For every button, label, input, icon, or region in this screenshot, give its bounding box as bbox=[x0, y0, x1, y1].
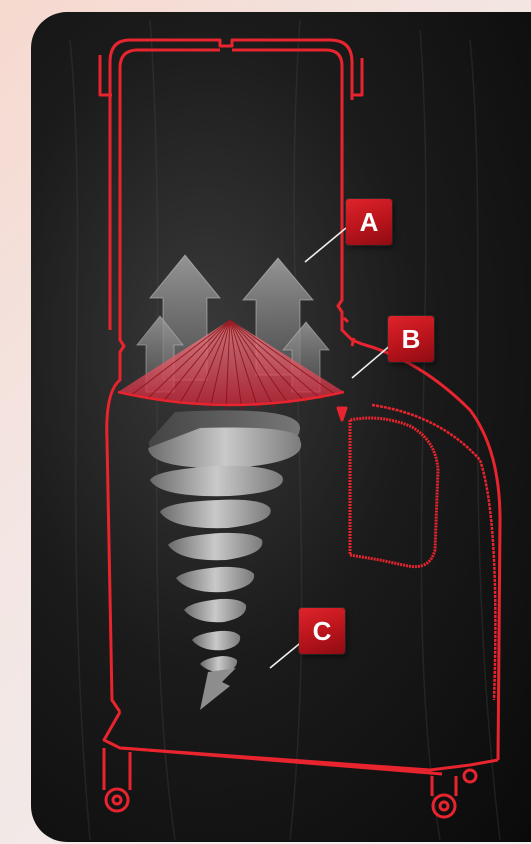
callout-leader-b bbox=[352, 344, 392, 378]
vacuum-outline-diagram bbox=[31, 12, 531, 842]
handle-outline bbox=[100, 40, 362, 330]
callout-label-b-text: B bbox=[388, 316, 434, 362]
cyclone-spiral bbox=[148, 410, 301, 710]
diagram-panel: A B C bbox=[31, 12, 531, 842]
callout-label-c-text: C bbox=[299, 608, 345, 654]
callout-label-a: A bbox=[346, 199, 392, 245]
callout-label-b: B bbox=[388, 316, 434, 362]
callout-label-c: C bbox=[299, 608, 345, 654]
callout-label-a-text: A bbox=[346, 199, 392, 245]
callout-leader-a bbox=[305, 228, 346, 262]
